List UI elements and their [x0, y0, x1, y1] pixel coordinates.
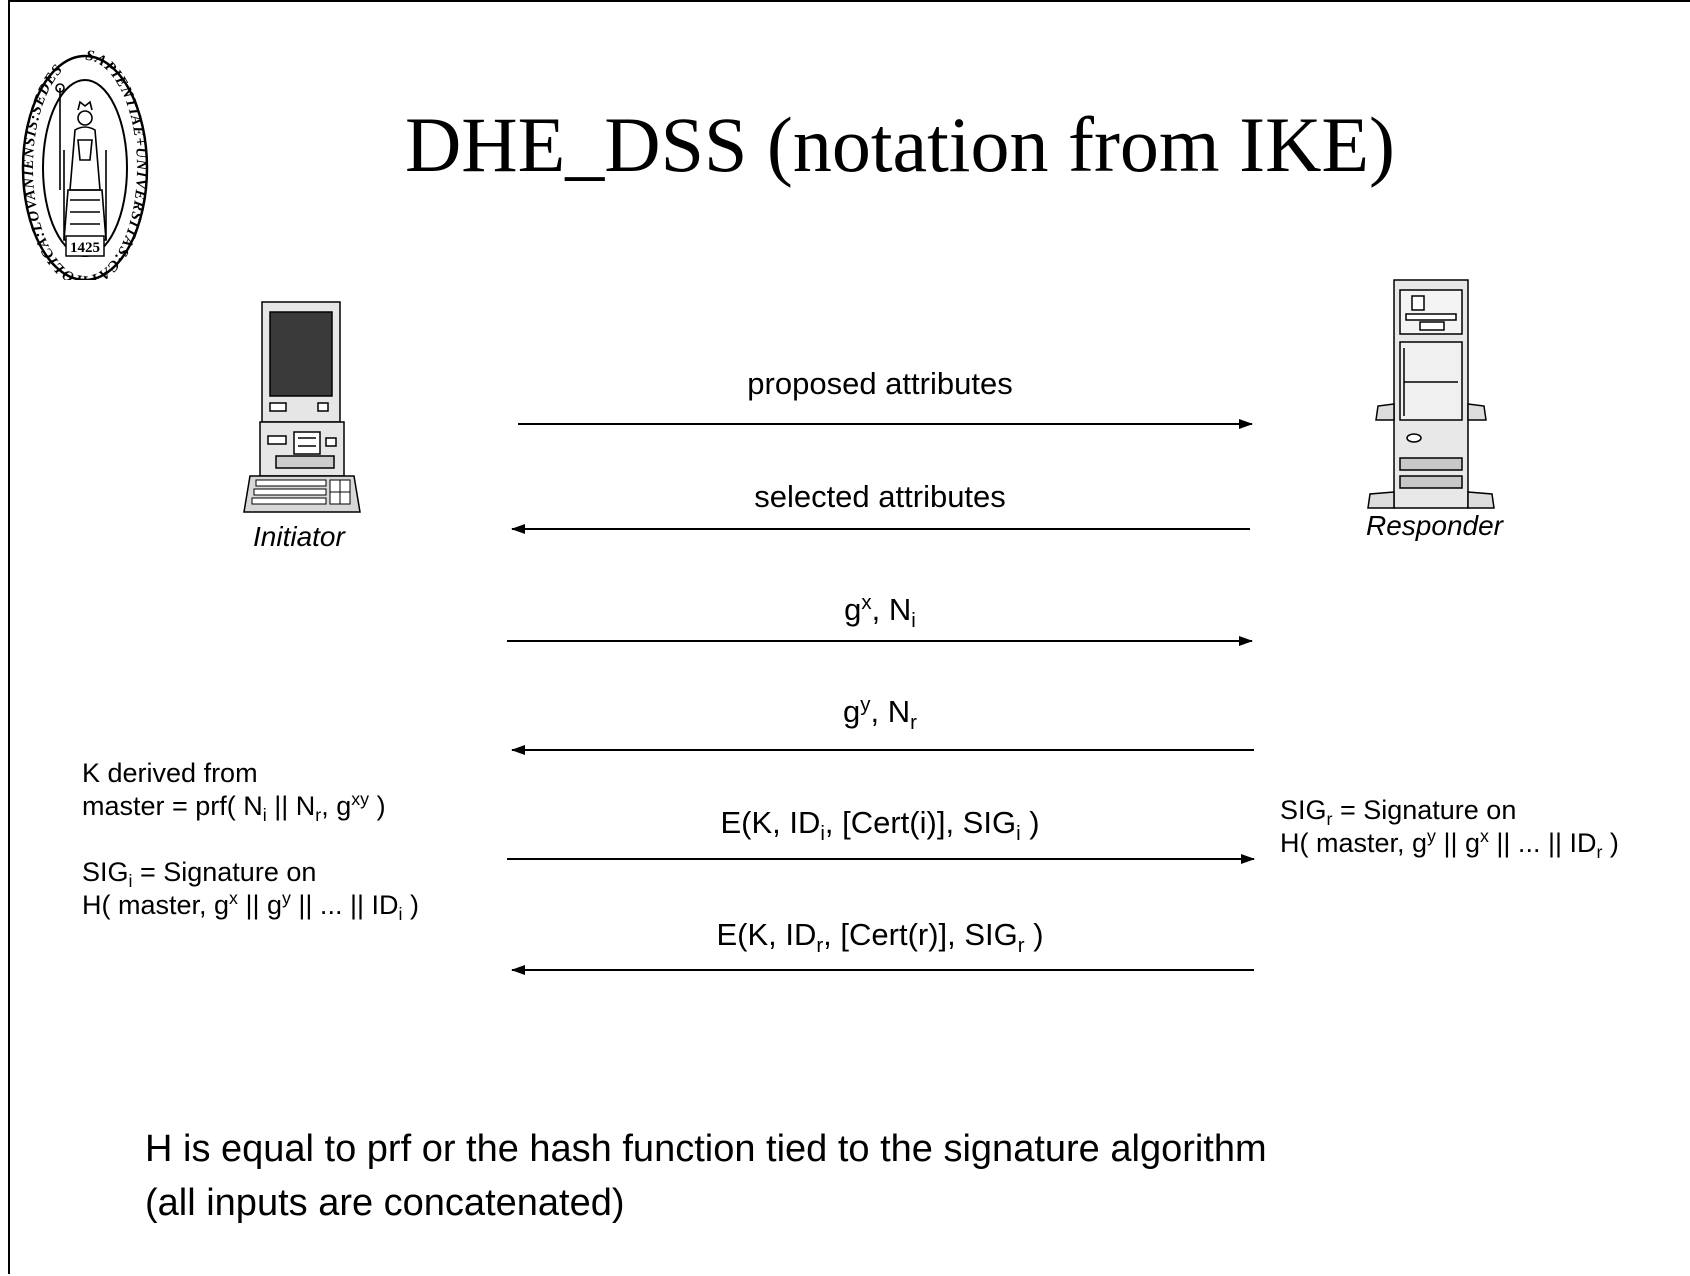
message-label-encrypted-initiator-auth: E(K, IDi, [Cert(i)], SIGi ) — [720, 805, 1040, 846]
message-label-selected-attributes: selected attributes — [754, 479, 1006, 514]
slide-frame — [8, 0, 1690, 1274]
university-seal-logo: SAPIENTIAE+UNIVERSITAS:CATHOLICA:LOVANIE… — [21, 48, 149, 280]
footer-line-2: (all inputs are concatenated) — [145, 1182, 625, 1224]
tower-server-icon — [1367, 279, 1495, 509]
message-label-proposed-attributes: proposed attributes — [747, 366, 1013, 401]
slide-title: DHE_DSS (notation from IKE) — [404, 101, 1396, 188]
footer-line-1: H is equal to prf or the hash function t… — [145, 1128, 1267, 1170]
initiator-key-derivation-note-line-1: K derived from — [82, 758, 258, 788]
desktop-computer-icon — [243, 301, 361, 513]
initiator-key-derivation-note-line-2: master = prf( Ni || Nr, gxy ) — [82, 789, 386, 826]
message-label-gx-ni: gx, Ni — [844, 590, 916, 633]
responder-signature-note-line-2: H( master, gy || gx || ... || IDr ) — [1280, 826, 1619, 863]
initiator-label: Initiator — [253, 521, 345, 552]
footer-note: H is equal to prf or the hash function t… — [145, 1122, 1267, 1230]
initiator-signature-note-line-1: SIGi = Signature on — [82, 857, 317, 892]
responder-signature-note-line-1: SIGr = Signature on — [1280, 795, 1517, 830]
svg-text:1425: 1425 — [70, 240, 100, 256]
message-label-encrypted-responder-auth: E(K, IDr, [Cert(r)], SIGr ) — [716, 917, 1044, 958]
responder-label: Responder — [1366, 510, 1503, 541]
message-label-gy-nr: gy, Nr — [843, 692, 917, 735]
initiator-signature-note-line-2: H( master, gx || gy || ... || IDi ) — [82, 888, 419, 925]
